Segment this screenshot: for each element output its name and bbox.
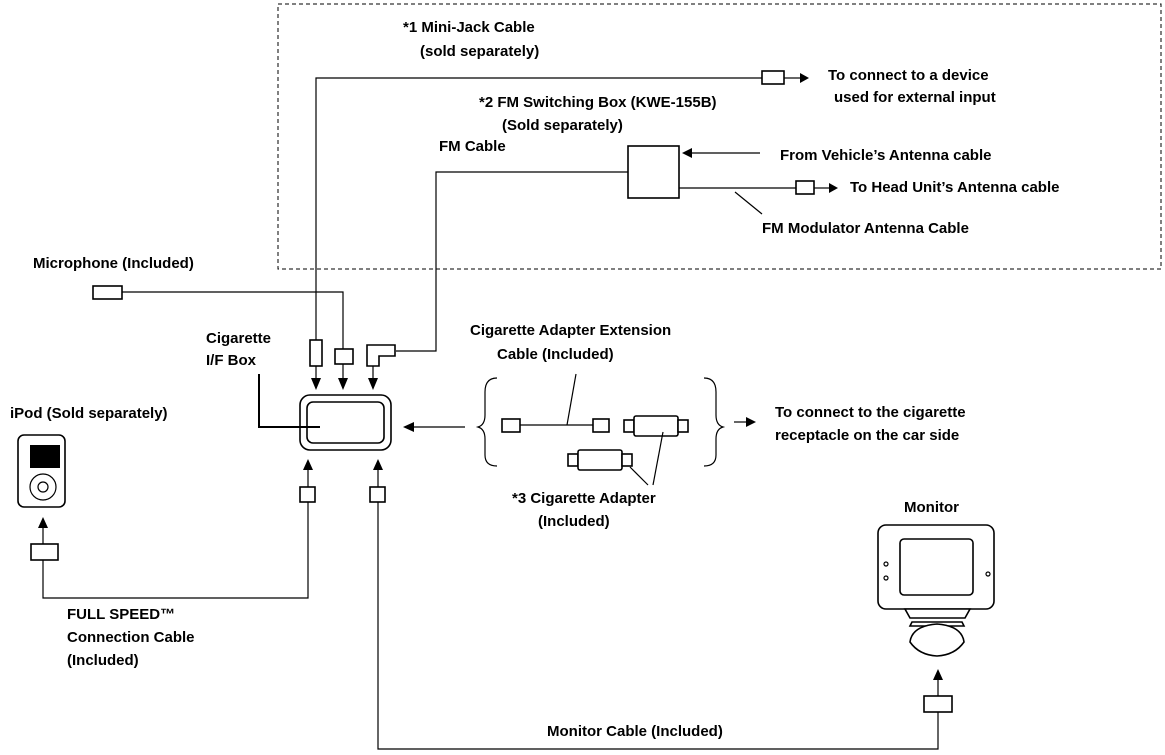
connect-cigarette-label-1: To connect to the cigarette — [775, 404, 966, 421]
cig-if-box-label-2: I/F Box — [206, 352, 257, 369]
monitor-label: Monitor — [904, 499, 959, 516]
receptacle-arrow — [734, 417, 756, 427]
top-connector-arrows — [311, 364, 378, 390]
cig-adapter-label-1: *3 Cigarette Adapter — [512, 490, 656, 507]
adapter-to-box-arrow — [403, 422, 465, 432]
mini-jack-cable — [315, 70, 809, 340]
to-head-unit-antenna-label: To Head Unit’s Antenna cable — [850, 179, 1059, 196]
mini-jack-label-2: (sold separately) — [420, 43, 539, 60]
mini-jack-label-1: *1 Mini-Jack Cable — [403, 19, 535, 36]
microphone-label: Microphone (Included) — [33, 255, 194, 272]
fm-cable — [366, 171, 628, 367]
mini-jack-connector — [309, 339, 323, 367]
cigarette-adapter-top — [623, 415, 689, 437]
monitor-cable — [369, 459, 953, 750]
left-brace — [475, 377, 498, 467]
fm-modulator-antenna-label: FM Modulator Antenna Cable — [762, 220, 969, 237]
fm-cable-label: FM Cable — [439, 138, 506, 155]
connect-device-label-2: used for external input — [834, 89, 996, 106]
full-speed-label-3: (Included) — [67, 652, 139, 669]
fm-switch-label-1: *2 FM Switching Box (KWE-155B) — [479, 94, 717, 111]
connect-cigarette-label-2: receptacle on the car side — [775, 427, 959, 444]
cigarette-adapter-bottom — [567, 449, 633, 471]
ipod-label: iPod (Sold separately) — [10, 405, 168, 422]
fm-switch-label-2: (Sold separately) — [502, 117, 623, 134]
full-speed-label-1: FULL SPEED™ — [67, 606, 175, 623]
adapter-pointer-lines — [629, 431, 664, 486]
ipod-device — [17, 434, 66, 508]
head-unit-antenna-cable — [679, 180, 838, 215]
cig-ext-label-1: Cigarette Adapter Extension — [470, 322, 671, 339]
microphone-cable — [92, 285, 354, 365]
cigarette-if-box — [258, 374, 392, 451]
full-speed-label-2: Connection Cable — [67, 629, 195, 646]
fm-switching-box — [627, 145, 680, 199]
full-speed-cable — [30, 459, 316, 599]
from-vehicle-antenna-label: From Vehicle’s Antenna cable — [780, 147, 991, 164]
cig-adapter-label-2: (Included) — [538, 513, 610, 530]
cig-if-box-label-1: Cigarette — [206, 330, 271, 347]
optional-equipment-region — [277, 3, 1162, 270]
extension-cable — [501, 373, 610, 433]
monitor-cable-label: Monitor Cable (Included) — [547, 723, 723, 740]
monitor-device — [877, 524, 995, 657]
cig-ext-label-2: Cable (Included) — [497, 346, 614, 363]
connect-device-label-1: To connect to a device — [828, 67, 989, 84]
right-brace — [703, 377, 726, 467]
vehicle-antenna-arrow — [682, 148, 760, 158]
